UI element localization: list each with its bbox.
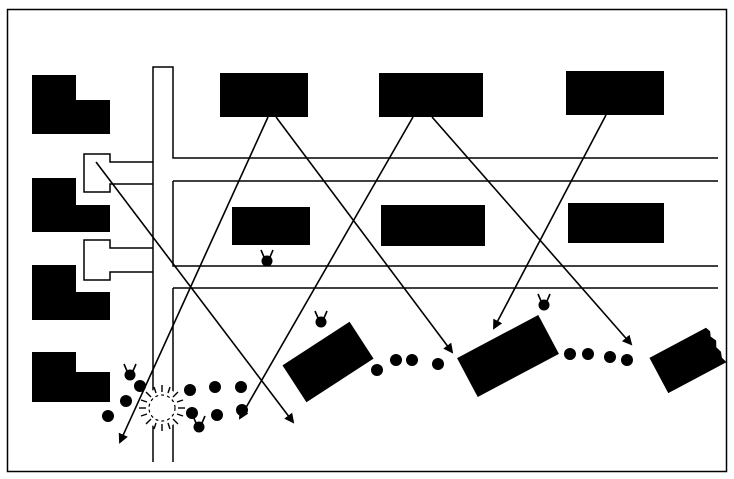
antenna-icon <box>192 415 206 433</box>
people <box>102 348 633 422</box>
person <box>604 351 616 363</box>
person <box>186 407 198 419</box>
building-l-shape-2 <box>32 178 110 232</box>
antenna-icon <box>537 293 551 311</box>
antenna-icon <box>260 249 274 267</box>
building-mid-3 <box>568 203 664 243</box>
person <box>102 410 114 422</box>
road-network <box>83 66 718 462</box>
person <box>432 358 444 370</box>
person <box>134 380 146 392</box>
building-l-shape-1 <box>32 75 110 134</box>
person <box>621 354 633 366</box>
person <box>211 409 223 421</box>
person <box>564 348 576 360</box>
arrow-4 <box>431 116 633 346</box>
antenna-icons <box>123 249 551 433</box>
explosion-icon <box>139 385 185 431</box>
person <box>120 395 132 407</box>
person <box>209 381 221 393</box>
vehicle-1 <box>282 321 374 403</box>
antenna-icon <box>123 363 137 381</box>
arrow-6 <box>95 161 295 424</box>
vehicle-3 <box>649 327 727 394</box>
building-top-2 <box>379 73 483 117</box>
building-l-shape-4 <box>32 352 110 402</box>
building-mid-1 <box>232 207 310 245</box>
building-top-1 <box>220 73 308 117</box>
person <box>406 354 418 366</box>
antenna-icon <box>314 310 328 328</box>
person <box>236 404 248 416</box>
person <box>371 364 383 376</box>
arrow-5 <box>493 114 607 330</box>
vehicle-2 <box>457 314 559 398</box>
building-mid-2 <box>381 205 485 246</box>
person <box>582 348 594 360</box>
vehicles <box>282 314 727 403</box>
building-top-3 <box>566 71 664 115</box>
person <box>390 354 402 366</box>
border <box>6 8 728 473</box>
arrow-2 <box>275 116 454 354</box>
person <box>235 381 247 393</box>
arrow-3 <box>239 116 414 420</box>
buildings <box>32 71 664 402</box>
building-l-shape-3 <box>32 265 110 320</box>
person <box>184 384 196 396</box>
